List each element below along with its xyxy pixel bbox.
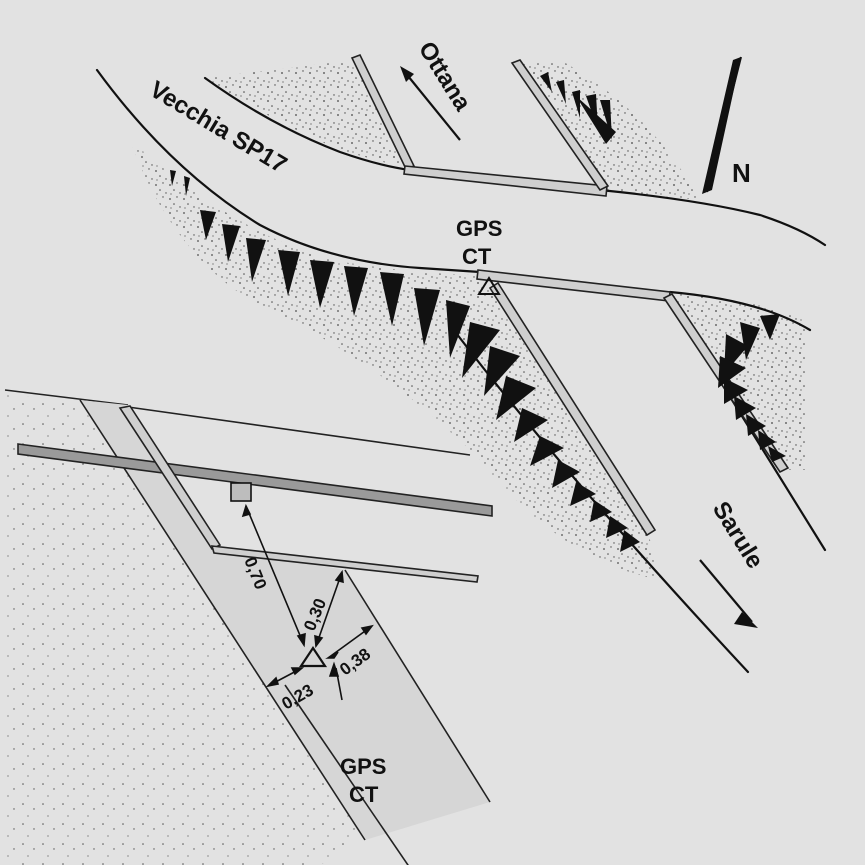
- channel-crossing-north: [403, 165, 608, 197]
- north-arrow-icon: [702, 56, 742, 194]
- detail-pipe: [17, 443, 493, 517]
- detail-channel-edge-right: [344, 569, 491, 803]
- road-edge-lower: [95, 68, 482, 274]
- channel-ne-branch: [510, 59, 610, 192]
- north-label: N: [732, 158, 751, 188]
- ottana-arrow: [400, 66, 461, 141]
- embankment-north: [205, 60, 405, 168]
- sarule-arrow: [699, 559, 758, 628]
- detail-channel-band: [80, 400, 490, 840]
- channel-south-west: [488, 281, 657, 537]
- measurement-lines: [241, 503, 374, 701]
- embankment-slope-south: [130, 140, 660, 580]
- embankment-east: [670, 292, 805, 470]
- channel-ottana-branch: [350, 53, 416, 171]
- road-edge-lower-east: [668, 290, 812, 332]
- town-south-label: Sarule: [707, 497, 769, 574]
- detail-edge-top: [4, 389, 129, 406]
- slope-hachures: [170, 72, 786, 552]
- detail-channel-edge-left: [79, 399, 366, 841]
- overview-map: [95, 53, 827, 674]
- detail-reference-marker: [230, 482, 252, 502]
- gps-detail-label-line1: GPS: [340, 754, 386, 779]
- detail-ground-west: [5, 395, 365, 865]
- gps-detail-label-line2: CT: [349, 782, 379, 807]
- detail-channel-edge-mid: [284, 684, 409, 865]
- detail-diag-bar: [118, 405, 222, 551]
- detail-lower-bar: [210, 545, 479, 583]
- gps-station-marker-main: [477, 276, 501, 295]
- town-north-label: Ottana: [413, 37, 477, 116]
- gps-main-label-line2: CT: [462, 244, 492, 269]
- gps-main-label-line1: GPS: [456, 216, 502, 241]
- gps-station-marker-detail: [298, 646, 328, 668]
- detail-edge-top-right: [127, 406, 471, 456]
- detail-inset: [4, 389, 493, 865]
